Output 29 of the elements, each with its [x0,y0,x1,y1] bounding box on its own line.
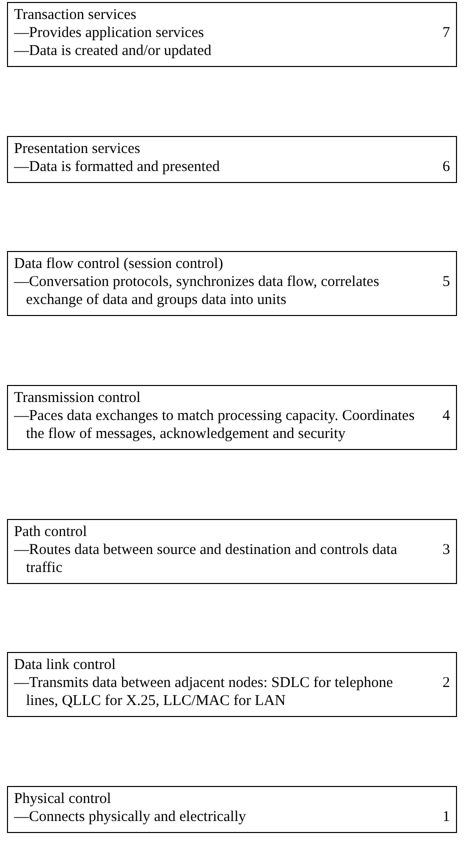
layer-description: —Provides application services [14,24,205,42]
layer-description: —Data is created and/or updated [14,42,212,60]
layer-number: 4 [442,406,450,425]
layer-description: —Data is formatted and presented [14,158,221,176]
layer-title: Transaction services [14,6,138,24]
layer-number: 7 [442,24,450,42]
layer-number: 5 [442,273,450,292]
layer-title: Presentation services [14,140,142,158]
layer-number: 1 [442,808,450,826]
layer-number: 3 [442,540,450,559]
layer-number: 2 [442,674,450,692]
layer-title: Path control [14,522,88,541]
layer-title: Physical control [14,790,112,808]
layer-box [7,384,457,450]
layer-box [7,786,457,833]
layer-title: Data flow control (session control) [14,255,224,274]
layer-description: —Paces data exchanges to match processing capacity. Coordinates the flow of messages, acknowledgement and security [14,406,416,443]
layer-box [7,2,457,67]
layer-number: 6 [442,158,450,176]
layer-box [7,652,457,718]
layer-title: Transmission control [14,388,142,407]
layer-title: Data link control [14,656,117,674]
layer-description: —Conversation protocols, synchronizes data flow, correlates exchange of data and groups data into units [14,273,380,310]
layer-box [7,251,457,316]
layer-description: —Transmits data between adjacent nodes: SDLC for telephone lines, QLLC for X.25, LLC/MAC for LAN [14,674,394,710]
layer-box [7,136,457,183]
layer-box [7,518,457,584]
layer-description: —Routes data between source and destination and controls data traffic [14,540,398,577]
layer-description: —Connects physically and electrically [14,808,248,826]
